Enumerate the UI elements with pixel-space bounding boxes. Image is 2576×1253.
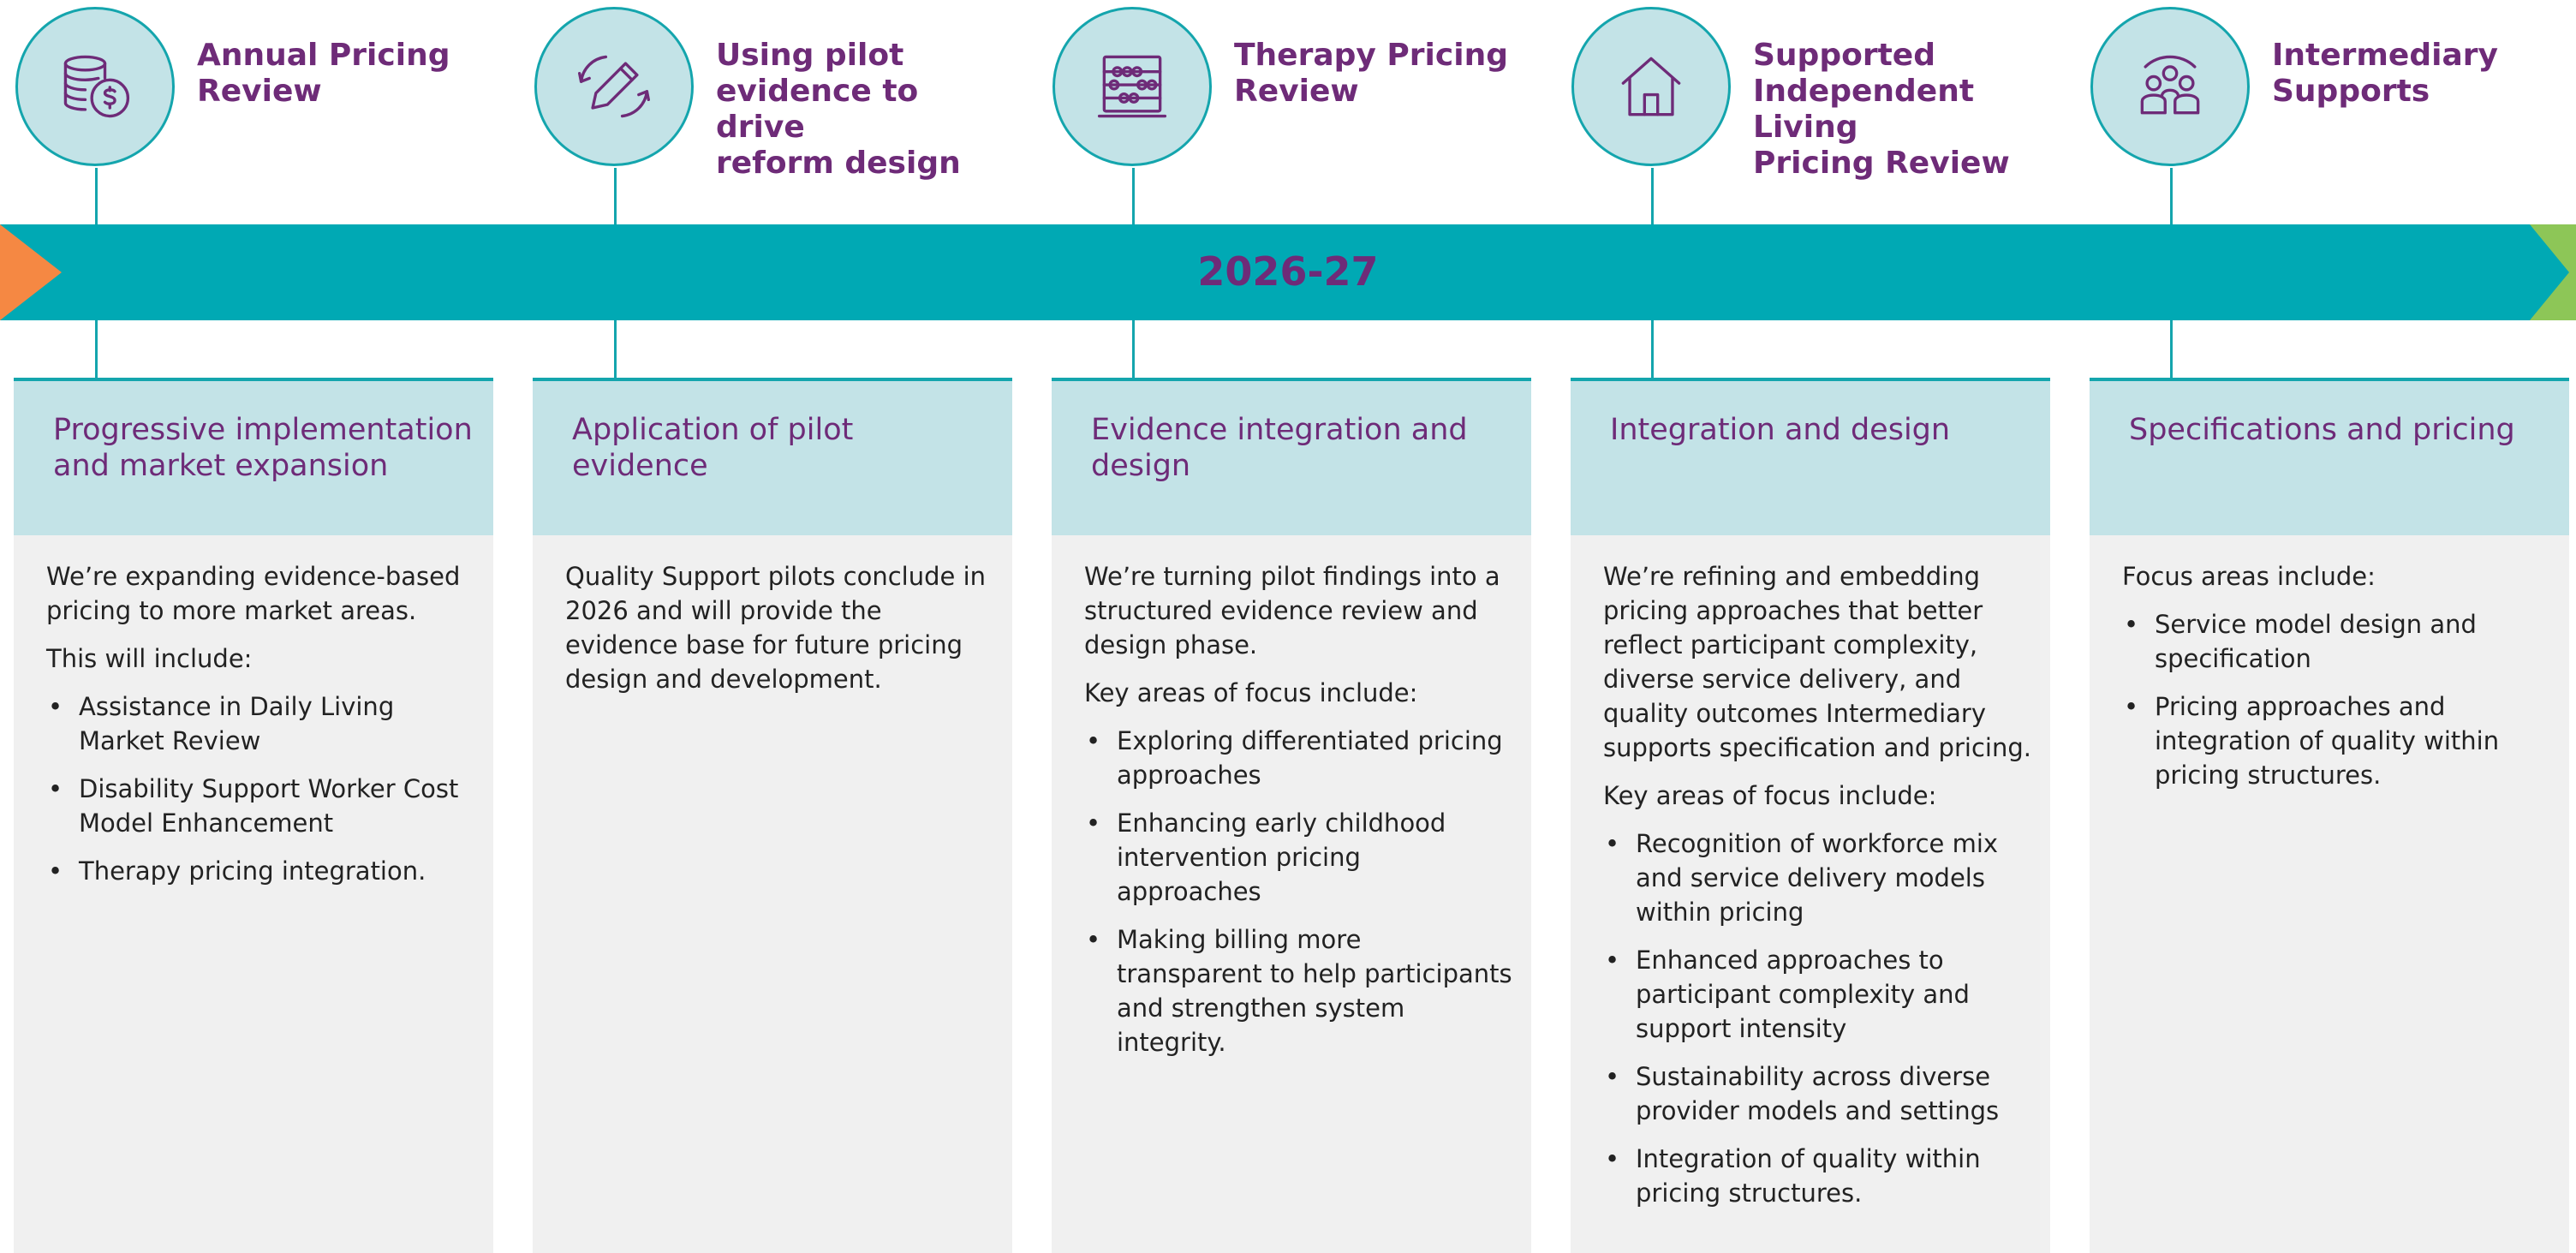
people-group-icon — [2090, 7, 2250, 166]
card-top-border — [14, 378, 493, 381]
bullet-item: Service model design and specification — [2122, 607, 2550, 676]
connector-line — [2170, 168, 2173, 224]
bullet-item: Enhancing early childhood intervention p… — [1084, 806, 1512, 909]
card-pilot-evidence: Application of pilot evidence Quality Su… — [533, 378, 1012, 1253]
bullet-item: Exploring differentiated pricing approac… — [1084, 724, 1512, 792]
bullet-list: Assistance in Daily Living Market Review… — [46, 689, 474, 888]
column-heading: Using pilot evidence to drive reform des… — [716, 38, 961, 181]
card-intermediary-supports: Specifications and pricing Focus areas i… — [2090, 378, 2569, 1253]
bullet-list: Recognition of workforce mix and service… — [1603, 826, 2031, 1210]
bullet-item: Disability Support Worker Cost Model Enh… — [46, 772, 474, 840]
card-top-border — [533, 378, 1012, 381]
timeline-band — [0, 224, 2576, 320]
bullet-item: Making billing more transparent to help … — [1084, 922, 1512, 1059]
bullet-item: Enhanced approaches to participant compl… — [1603, 943, 2031, 1046]
card-header: Specifications and pricing — [2090, 381, 2569, 535]
column-header-5: Intermediary Supports — [2082, 7, 2561, 178]
bullet-item: Recognition of workforce mix and service… — [1603, 826, 2031, 929]
connector-line — [95, 168, 98, 224]
connector-line — [95, 320, 98, 378]
card-body: Focus areas include: Service model desig… — [2122, 559, 2550, 806]
timeline-year-label: 2026-27 — [1197, 248, 1379, 295]
column-header-4: Supported Independent Living Pricing Rev… — [1563, 7, 2042, 181]
body-paragraph: Key areas of focus include: — [1084, 678, 1418, 707]
bullet-item: Therapy pricing integration. — [46, 854, 474, 888]
card-sil-pricing-review: Integration and design We’re refining an… — [1571, 378, 2050, 1253]
card-title: Integration and design — [1610, 413, 1951, 447]
card-body: We’re turning pilot findings into a stru… — [1084, 559, 1512, 1073]
card-body: We’re refining and embedding pricing app… — [1603, 559, 2031, 1224]
bullet-list: Exploring differentiated pricing approac… — [1084, 724, 1512, 1059]
pencil-refresh-icon — [534, 7, 694, 166]
connector-line — [1132, 168, 1135, 224]
bullet-item: Assistance in Daily Living Market Review — [46, 689, 474, 758]
connector-line — [614, 320, 617, 378]
card-title: Evidence integration and design — [1091, 413, 1468, 483]
column-heading: Supported Independent Living Pricing Rev… — [1753, 38, 2010, 181]
body-paragraph: We’re expanding evidence-based pricing t… — [46, 562, 461, 625]
coins-dollar-icon — [15, 7, 175, 166]
card-top-border — [1052, 378, 1531, 381]
connector-line — [2170, 320, 2173, 378]
bullet-item: Sustainability across diverse provider m… — [1603, 1059, 2031, 1128]
card-header: Integration and design — [1571, 381, 2050, 535]
column-heading: Annual Pricing Review — [197, 38, 450, 109]
house-icon — [1571, 7, 1731, 166]
bullet-item: Integration of quality within pricing st… — [1603, 1142, 2031, 1210]
bullet-item: Pricing approaches and integration of qu… — [2122, 689, 2550, 792]
card-title: Progressive implementation and market ex… — [53, 413, 473, 483]
timeline-start-arrow — [0, 224, 62, 320]
card-title: Specifications and pricing — [2129, 413, 2515, 447]
card-header: Application of pilot evidence — [533, 381, 1012, 535]
card-therapy-pricing-review: Evidence integration and design We’re tu… — [1052, 378, 1531, 1253]
column-heading: Intermediary Supports — [2272, 38, 2498, 109]
column-header-1: Annual Pricing Review — [7, 7, 486, 178]
body-paragraph: Focus areas include: — [2122, 562, 2376, 591]
body-paragraph: We’re refining and embedding pricing app… — [1603, 562, 2031, 762]
connector-line — [1651, 320, 1654, 378]
card-body: We’re expanding evidence-based pricing t… — [46, 559, 474, 902]
card-top-border — [2090, 378, 2569, 381]
connector-line — [614, 168, 617, 224]
abacus-icon — [1052, 7, 1212, 166]
card-header: Progressive implementation and market ex… — [14, 381, 493, 535]
card-annual-pricing-review: Progressive implementation and market ex… — [14, 378, 493, 1253]
bullet-list: Service model design and specification P… — [2122, 607, 2550, 792]
connector-line — [1132, 320, 1135, 378]
card-top-border — [1571, 378, 2050, 381]
body-paragraph: We’re turning pilot findings into a stru… — [1084, 562, 1500, 659]
card-body: Quality Support pilots conclude in 2026 … — [565, 559, 993, 710]
column-heading: Therapy Pricing Review — [1234, 38, 1508, 109]
body-paragraph: This will include: — [46, 644, 253, 673]
card-header: Evidence integration and design — [1052, 381, 1531, 535]
body-paragraph: Quality Support pilots conclude in 2026 … — [565, 562, 987, 694]
connector-line — [1651, 168, 1654, 224]
body-paragraph: Key areas of focus include: — [1603, 781, 1937, 810]
card-title: Application of pilot evidence — [572, 413, 854, 483]
column-header-2: Using pilot evidence to drive reform des… — [526, 7, 1005, 181]
column-header-3: Therapy Pricing Review — [1044, 7, 1524, 178]
